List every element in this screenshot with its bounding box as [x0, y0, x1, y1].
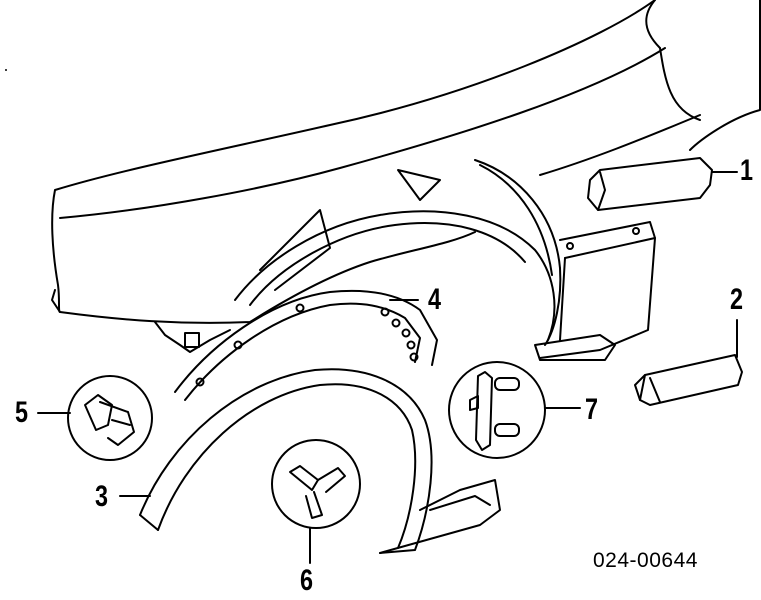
clip-detail-6 [271, 439, 361, 564]
fender-lower-trim [534, 221, 656, 361]
wheel-arch-moulding [119, 368, 501, 554]
fastener-detail-7 [448, 361, 581, 459]
callout-4: 4 [428, 283, 442, 316]
arch-bracket-strip [174, 289, 438, 401]
speck-mark [5, 69, 7, 71]
callout-5: 5 [15, 396, 29, 429]
callout-3: 3 [95, 480, 109, 513]
fender-wheel-opening [234, 164, 556, 341]
fender-panel [51, 0, 761, 353]
diagram-code: 024-00644 [593, 549, 698, 572]
callout-2: 2 [730, 283, 744, 316]
rocker-moulding [634, 319, 743, 406]
callout-6: 6 [300, 564, 314, 597]
side-marker-lamp [587, 157, 738, 211]
clip-detail-5 [37, 375, 153, 461]
callout-7: 7 [585, 393, 599, 426]
callout-1: 1 [740, 154, 754, 187]
